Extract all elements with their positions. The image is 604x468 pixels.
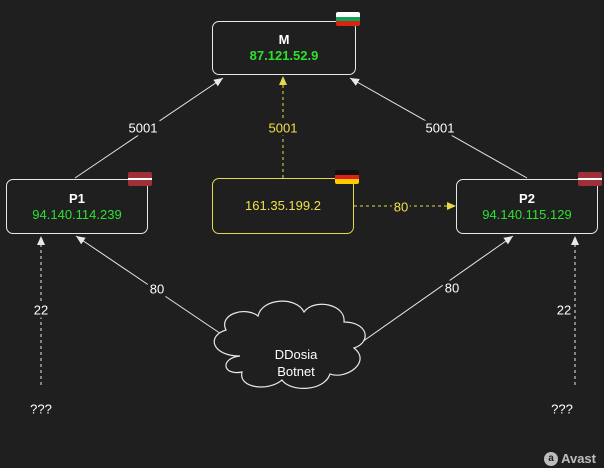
server-p1-node[interactable]: P1 94.140.114.239 xyxy=(6,179,148,234)
edge-label-unknown-p1: 22 xyxy=(31,302,51,318)
server-m-node[interactable]: M 87.121.52.9 xyxy=(212,21,356,75)
avast-watermark: a Avast xyxy=(544,451,596,466)
botnet-label-line2: Botnet xyxy=(277,364,315,379)
bulgaria-flag-icon xyxy=(336,12,360,26)
unknown-source-left: ??? xyxy=(30,401,52,417)
edge-label-unknown-p2: 22 xyxy=(554,302,574,318)
edge-label-p1-m: 5001 xyxy=(126,120,160,136)
botnet-cloud-shape xyxy=(213,300,366,389)
avast-logo-icon: a xyxy=(544,451,559,466)
latvia-flag-icon-2 xyxy=(578,172,602,186)
server-p2-node[interactable]: P2 94.140.115.129 xyxy=(456,179,598,234)
latvia-flag-icon xyxy=(128,172,152,186)
server-p1-title: P1 xyxy=(69,190,85,206)
server-m-ip: 87.121.52.9 xyxy=(249,48,319,63)
server-de-node[interactable]: 161.35.199.2 xyxy=(212,178,354,234)
server-de-ip: 161.35.199.2 xyxy=(245,198,321,213)
server-p2-ip: 94.140.115.129 xyxy=(482,206,572,222)
edge-label-de-p2: 80 xyxy=(391,199,411,215)
germany-flag-icon xyxy=(335,170,359,184)
unknown-source-right: ??? xyxy=(551,401,573,417)
server-p2-title: P2 xyxy=(519,190,535,206)
edge-label-de-m: 5001 xyxy=(266,120,300,136)
edge-label-p2-m: 5001 xyxy=(423,120,457,136)
watermark-text: Avast xyxy=(561,451,596,466)
edge-label-botnet-p2: 80 xyxy=(442,280,462,296)
edge-botnet-p2 xyxy=(361,235,514,343)
server-m-title: M xyxy=(278,32,290,47)
server-p1-ip: 94.140.114.239 xyxy=(32,206,122,222)
botnet-label: DDosia Botnet xyxy=(275,346,318,380)
edge-label-botnet-p1: 80 xyxy=(147,281,167,297)
botnet-label-line1: DDosia xyxy=(274,347,318,362)
